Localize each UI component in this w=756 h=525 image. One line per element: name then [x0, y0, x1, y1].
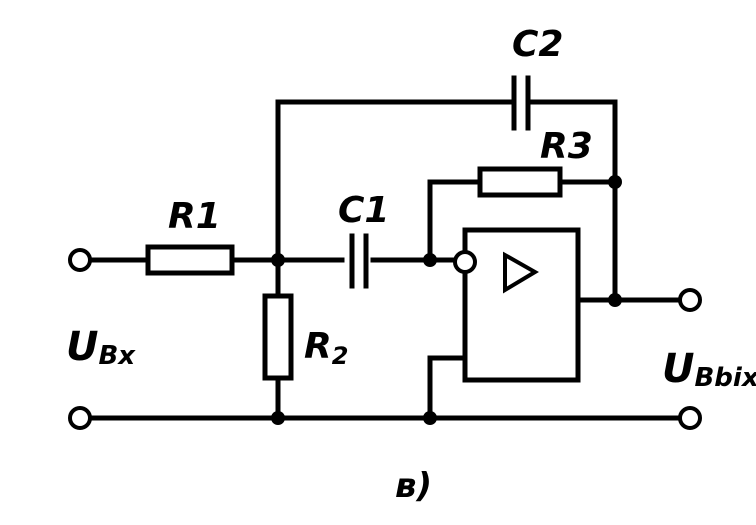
label-u-out-sub: Bbix [694, 363, 756, 393]
label-u-in: UBx [66, 324, 136, 371]
junction-dot [271, 253, 285, 267]
capacitor-c1 [349, 233, 369, 289]
label-c2: C2 [512, 24, 563, 65]
op-amp-body [462, 227, 581, 383]
label-r3: R3 [540, 126, 593, 167]
resistor-r1 [145, 244, 235, 276]
input-terminal [68, 248, 92, 272]
ground-terminal-right [678, 406, 702, 430]
junction-dot [423, 253, 437, 267]
label-r2: R2 [304, 326, 348, 370]
ground-terminal-left [68, 406, 92, 430]
label-c1: C1 [338, 190, 389, 231]
output-terminal [678, 288, 702, 312]
label-r1: R1 [168, 196, 221, 237]
inverting-input-circle [453, 250, 477, 274]
label-u-in-sub: Bx [98, 341, 136, 371]
resistor-r3 [477, 166, 563, 198]
capacitor-c2 [511, 75, 531, 131]
junction-dot [608, 293, 622, 307]
junction-dot [608, 175, 622, 189]
label-u-out: UBbix [662, 346, 756, 393]
junction-dot [423, 411, 437, 425]
wires [88, 99, 681, 421]
junction-dot [271, 411, 285, 425]
caption: в) [395, 466, 432, 506]
op-amp-triangle-icon [503, 251, 539, 294]
resistor-r2 [262, 293, 294, 381]
label-r2-sub: 2 [332, 342, 349, 370]
